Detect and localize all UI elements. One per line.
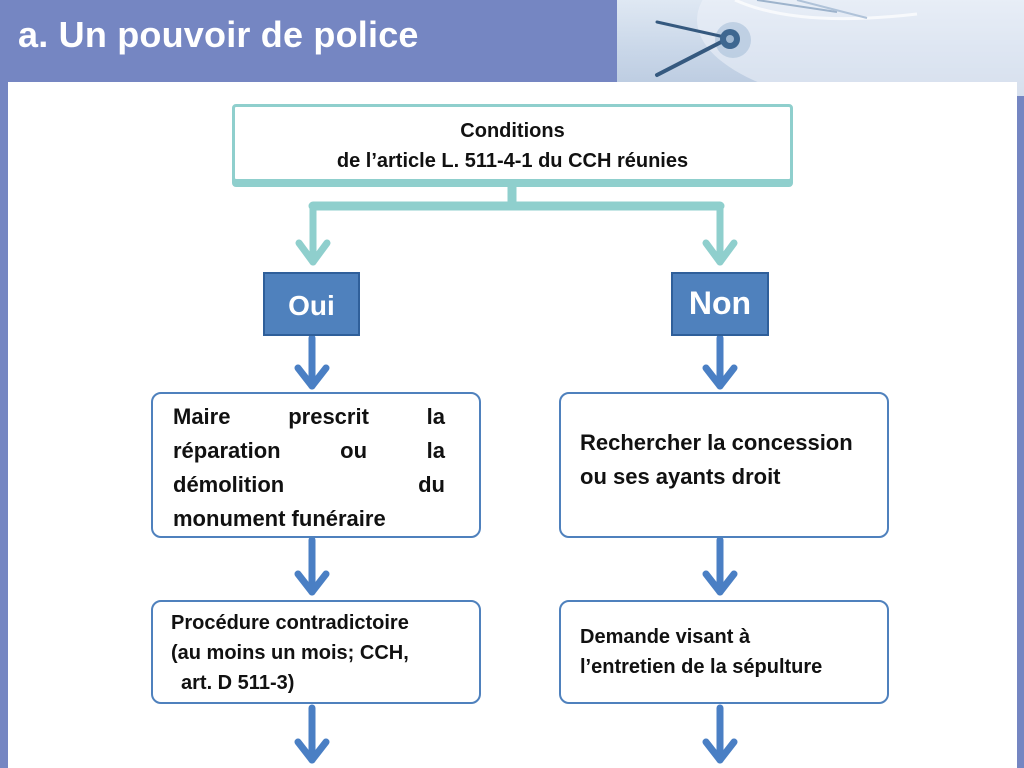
yes-step1-line-4: monument funéraire <box>173 506 386 531</box>
condition-box: Conditions de l’article L. 511-4-1 du CC… <box>232 104 793 182</box>
arrow-right-continue <box>702 704 738 764</box>
title-band: a. Un pouvoir de police <box>0 0 614 82</box>
arrow-oui-to-step1 <box>294 334 330 390</box>
arrow-non-to-step1 <box>702 334 738 390</box>
right-edge-strip <box>1017 96 1024 768</box>
condition-line-1: Conditions <box>460 120 565 142</box>
no-step2-line-1: Demande visant à <box>580 626 751 648</box>
yes-label-box: Oui <box>263 272 360 336</box>
branch-connector <box>295 181 738 266</box>
no-step1-line-2: ou ses ayants droit <box>580 464 781 489</box>
yes-step1-line-2: réparation ou la <box>173 438 445 463</box>
no-step1-box: Rechercher la concession ou ses ayants d… <box>559 392 889 538</box>
arrow-left-step1-to-step2 <box>294 536 330 596</box>
arrow-left-continue <box>294 704 330 764</box>
yes-step2-line-2: (au moins un mois; CCH, <box>171 642 409 664</box>
yes-step1-line-1: Maire prescrit la <box>173 404 445 429</box>
condition-line-2: de l’article L. 511-4-1 du CCH réunies <box>336 150 689 172</box>
no-step2-box: Demande visant à l’entretien de la sépul… <box>559 600 889 704</box>
arrow-right-step1-to-step2 <box>702 536 738 596</box>
yes-step2-box: Procédure contradictoire (au moins un mo… <box>151 600 481 704</box>
no-label-box: Non <box>671 272 769 336</box>
clock-hands-image <box>655 0 1024 96</box>
yes-step2-line-1: Procédure contradictoire <box>171 612 409 634</box>
flow-arrows <box>294 334 738 764</box>
no-step1-line-1: Rechercher la concession <box>580 430 853 455</box>
no-step2-line-2: l’entretien de la sépulture <box>580 656 823 678</box>
yes-step2-line-3: art. D 511-3) <box>181 672 295 694</box>
yes-step1-box: Maire prescrit la réparation ou la démol… <box>151 392 481 538</box>
slide-title: a. Un pouvoir de police <box>18 14 419 55</box>
header-clock-photo <box>617 0 1024 96</box>
yes-step1-line-3: démolition du <box>173 472 445 497</box>
